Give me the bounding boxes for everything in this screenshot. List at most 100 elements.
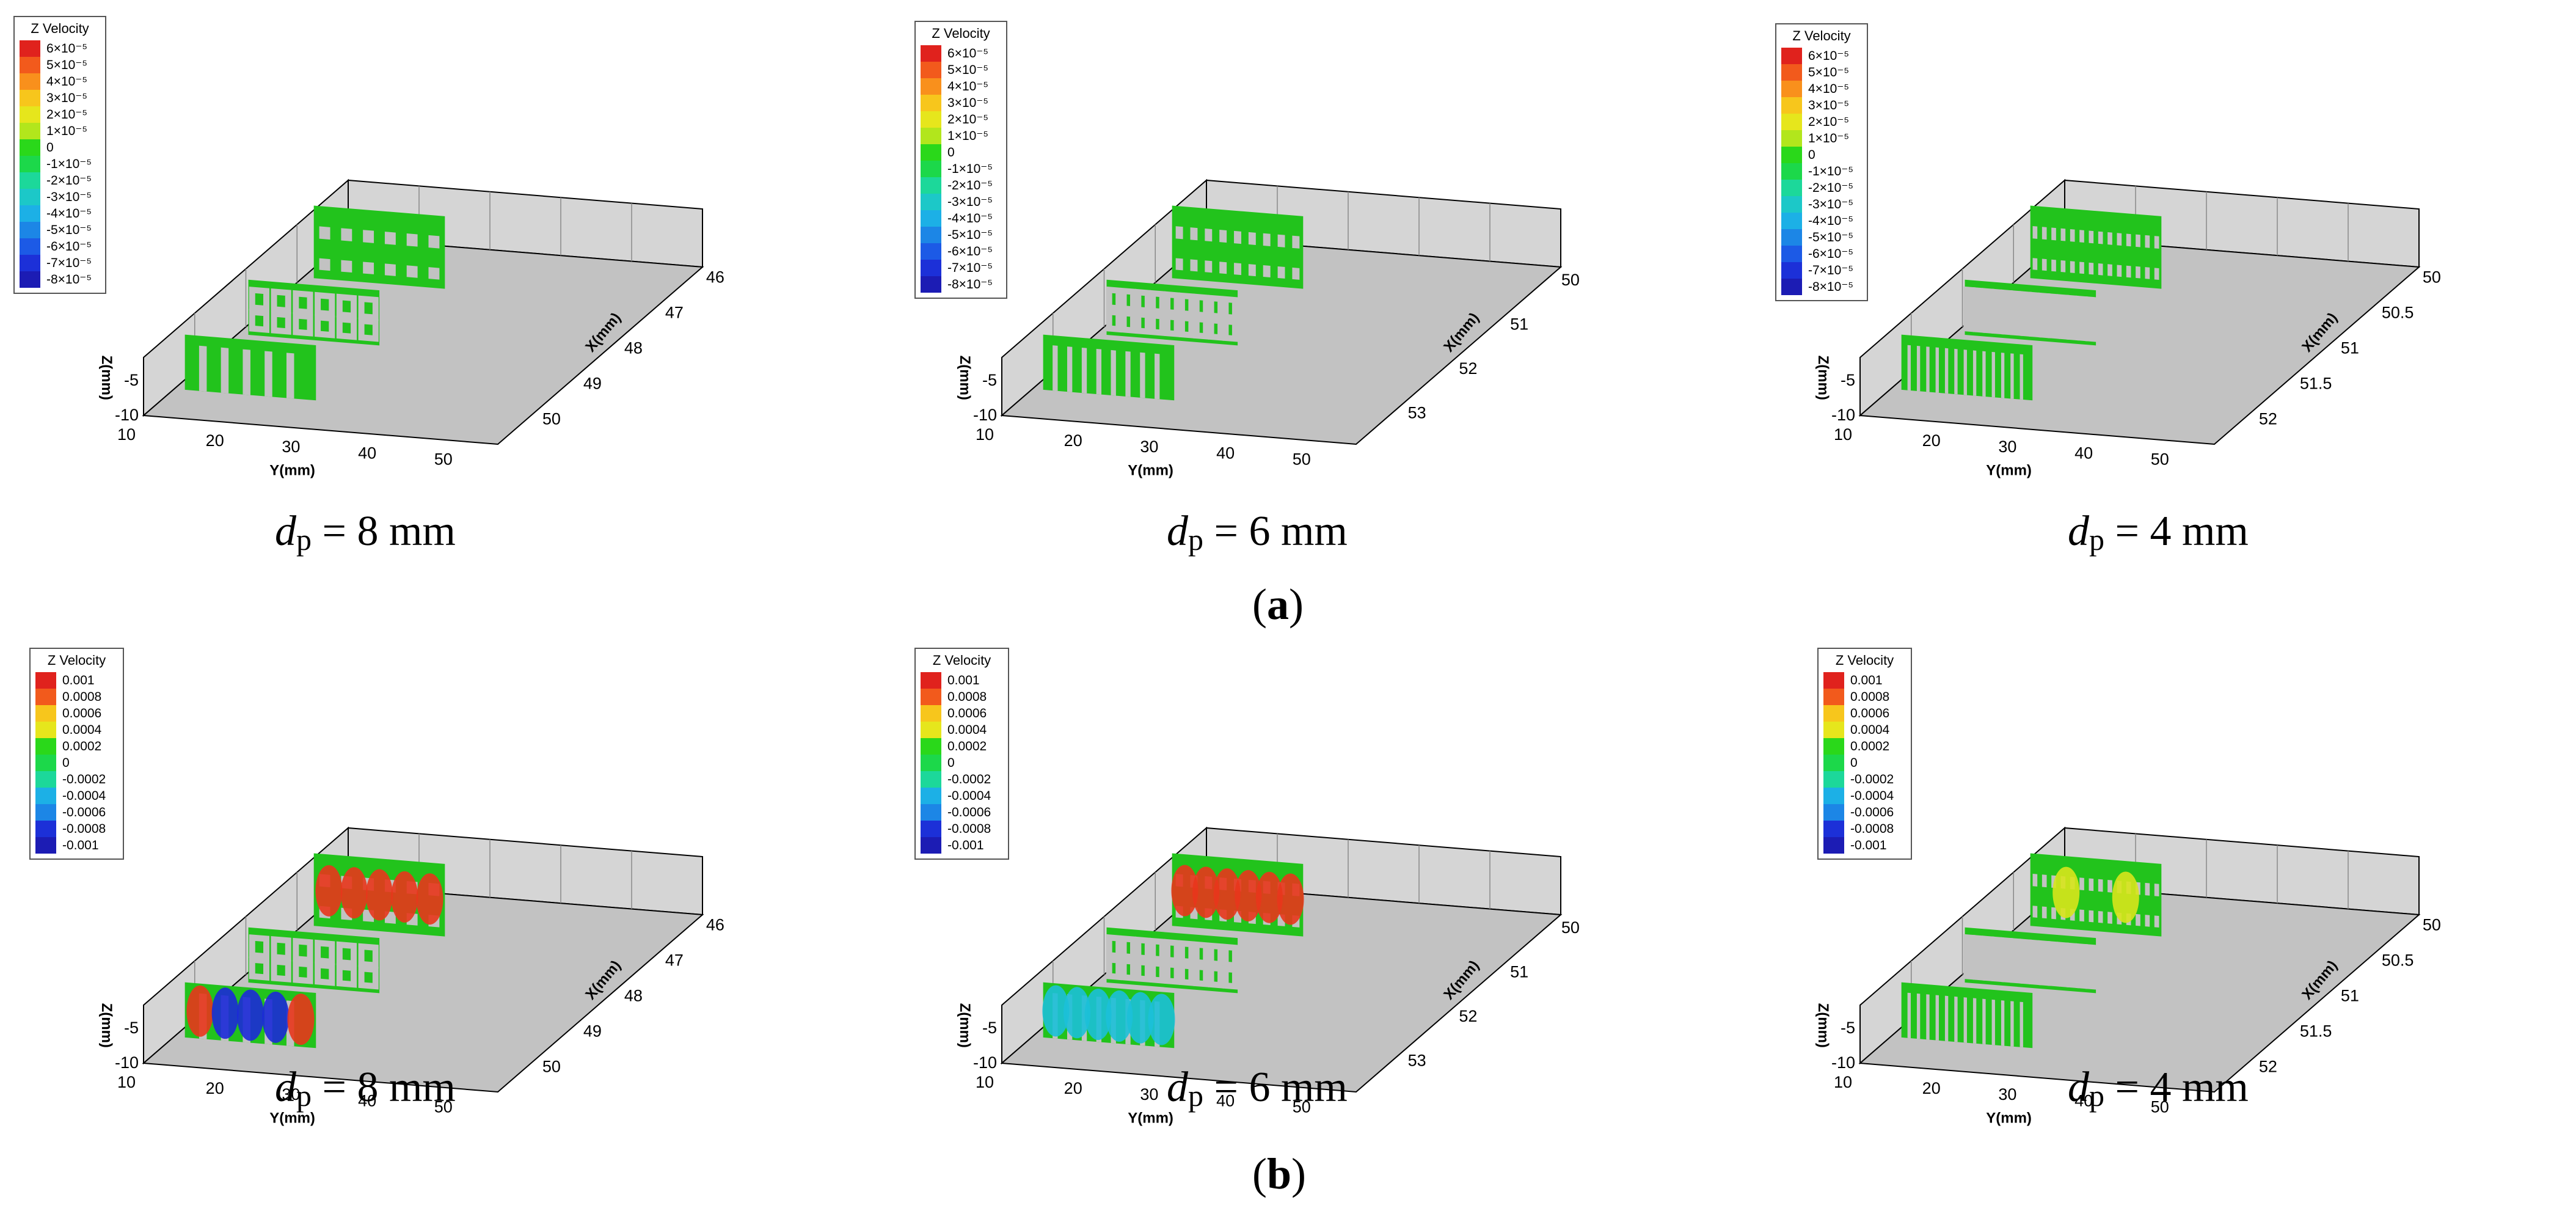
legend-level-label: -4×10⁻⁵ xyxy=(947,211,993,225)
slice-ring xyxy=(2057,942,2070,967)
slice-hole xyxy=(2117,233,2122,246)
legend-level-label: 4×10⁻⁵ xyxy=(947,79,989,93)
slice-gap xyxy=(1954,348,1958,395)
slice-face xyxy=(2030,205,2162,289)
legend-level: -5×10⁻⁵ xyxy=(921,227,1001,243)
y-tick-label: 40 xyxy=(358,444,376,462)
legend-level-label: -0.0002 xyxy=(1850,772,1894,786)
slice-ring xyxy=(2029,313,2041,338)
legend-level-label: -7×10⁻⁵ xyxy=(1808,263,1854,277)
slice-gap xyxy=(221,347,229,394)
slice-hole xyxy=(319,258,330,271)
legend-level: -2×10⁻⁵ xyxy=(1781,180,1862,196)
x-tick-label: 49 xyxy=(583,374,602,392)
slice-hole xyxy=(2079,262,2084,274)
legend-level: -7×10⁻⁵ xyxy=(20,255,100,271)
slice-ring xyxy=(315,291,335,318)
legend-title: Z Velocity xyxy=(1792,28,1851,43)
caption-value: = 4 mm xyxy=(2104,508,2249,555)
panel-caption: dp = 6 mm xyxy=(1167,507,1348,557)
slice-ring xyxy=(2029,291,2041,317)
legend-swatch xyxy=(1823,821,1844,837)
slice-ring xyxy=(1106,309,1122,333)
slice-ring xyxy=(2010,960,2023,984)
legend-level: 0 xyxy=(35,755,118,771)
slice-gap xyxy=(1081,348,1087,394)
slice-hole xyxy=(363,262,374,274)
slice-ring xyxy=(1982,935,1994,961)
legend-swatch xyxy=(1823,788,1844,804)
slice-hole xyxy=(406,233,418,247)
slice-ring xyxy=(293,312,313,337)
slice-gap xyxy=(2010,353,2014,399)
legend-level: -4×10⁻⁵ xyxy=(921,210,1001,227)
legend-level-label: 4×10⁻⁵ xyxy=(1808,82,1850,96)
slice-hole xyxy=(2126,233,2131,247)
legend-level: 0.0002 xyxy=(921,738,1003,755)
y-tick-label: 50 xyxy=(1293,1097,1311,1116)
legend-level: 6×10⁻⁵ xyxy=(921,45,1001,62)
slice-ring xyxy=(293,937,313,964)
legend-swatch xyxy=(921,45,941,62)
legend-level-label: 2×10⁻⁵ xyxy=(1808,115,1850,129)
velocity-blob xyxy=(1126,992,1154,1044)
slice-ring xyxy=(2001,959,2013,983)
slice-ring xyxy=(2066,317,2079,341)
slice-ring xyxy=(249,934,270,960)
legend-level: 6×10⁻⁵ xyxy=(1781,48,1862,64)
legend-swatch xyxy=(20,57,40,73)
slice-ring xyxy=(2085,296,2098,321)
velocity-blob xyxy=(1213,868,1241,920)
legend-swatch xyxy=(1781,147,1802,163)
y-tick-label: 40 xyxy=(1216,444,1235,462)
legend-level-label: -0.0008 xyxy=(947,821,991,836)
caption-symbol: d xyxy=(2068,1064,2089,1111)
z-tick-label: -5 xyxy=(124,371,139,389)
legend-swatch xyxy=(1781,229,1802,246)
legend-level-label: 0.001 xyxy=(947,673,980,687)
caption-value: = 8 mm xyxy=(312,1064,456,1111)
legend-swatch xyxy=(921,210,941,227)
x-tick-label: 50 xyxy=(542,409,561,428)
x-tick-label: 50 xyxy=(1561,271,1580,289)
slice-hole xyxy=(384,263,396,276)
slice-ring xyxy=(1982,288,1994,313)
velocity-slice-front xyxy=(184,982,316,1049)
legend-level-label: 0 xyxy=(1850,755,1858,770)
legend-level-label: 0.0004 xyxy=(947,722,987,737)
slice-gap xyxy=(265,351,272,397)
legend-level-label: 6×10⁻⁵ xyxy=(46,42,88,56)
slice-ring xyxy=(2020,961,2032,985)
slice-hole xyxy=(2051,907,2056,920)
legend-swatch xyxy=(921,62,941,78)
legend-level-label: 0.0002 xyxy=(947,739,987,753)
slice-ring xyxy=(2085,966,2098,990)
legend-level-label: -0.0004 xyxy=(947,788,991,803)
slice-hole xyxy=(363,230,374,243)
legend-level-label: -0.001 xyxy=(1850,838,1887,852)
slice-gap xyxy=(1982,351,1986,397)
legend-level: -1×10⁻⁵ xyxy=(20,156,100,172)
velocity-slice-front xyxy=(1042,982,1175,1049)
y-tick-label: 40 xyxy=(2074,444,2093,462)
legend-swatch xyxy=(1823,722,1844,738)
legend-level: -2×10⁻⁵ xyxy=(20,172,100,189)
slice-ring xyxy=(1178,292,1195,318)
legend-level: -0.0004 xyxy=(921,788,1003,804)
slice-ring xyxy=(315,939,335,965)
legend-swatch xyxy=(921,276,941,293)
slice-gap xyxy=(2001,1000,2005,1046)
slice-hole xyxy=(2098,910,2103,923)
legend-level-label: -0.0004 xyxy=(62,788,106,803)
legend-level: -5×10⁻⁵ xyxy=(1781,229,1862,246)
slice-hole xyxy=(2154,236,2159,249)
velocity-blob xyxy=(340,867,368,919)
legend-swatch xyxy=(35,755,56,771)
slice-hole xyxy=(2032,226,2038,239)
velocity-blob xyxy=(416,873,443,925)
